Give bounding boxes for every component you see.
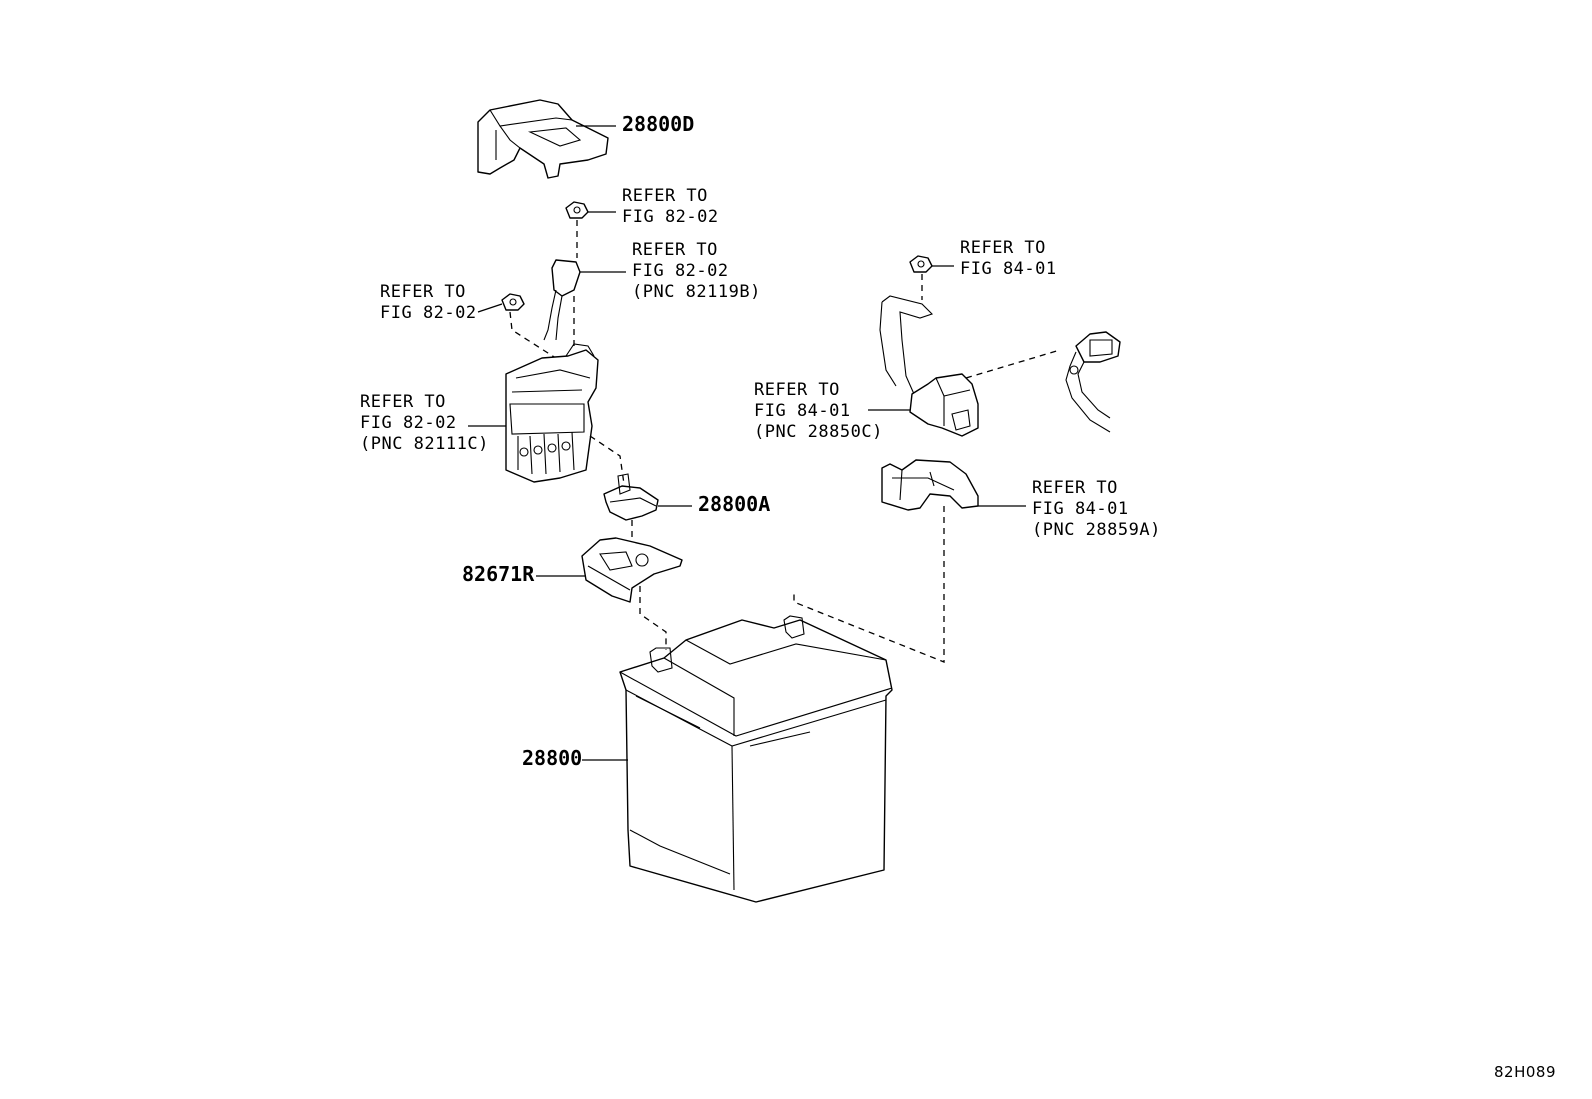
label-clamp-line1: REFER TO bbox=[632, 240, 718, 260]
sensor-28850c[interactable] bbox=[879, 295, 979, 437]
terminal-cover-28800d[interactable] bbox=[477, 99, 609, 179]
battery-28800[interactable] bbox=[619, 615, 893, 903]
dash-sensor bbox=[965, 349, 1061, 379]
label-nut-right-line2: FIG 84-01 bbox=[960, 259, 1057, 279]
leader-nut-left bbox=[477, 303, 503, 313]
dash-fusebox bbox=[589, 435, 625, 485]
label-nut-left[interactable]: REFER TO FIG 82-02 bbox=[380, 282, 477, 324]
label-fusebox[interactable]: REFER TO FIG 82-02 (PNC 82111C) bbox=[360, 392, 489, 455]
label-sensor-line3: (PNC 28850C) bbox=[754, 422, 883, 442]
label-fusebox-line3: (PNC 82111C) bbox=[360, 434, 489, 454]
dash-bracket bbox=[793, 506, 945, 663]
label-nut-top[interactable]: REFER TO FIG 82-02 bbox=[622, 186, 719, 228]
label-82671r[interactable]: 82671R bbox=[462, 562, 535, 586]
label-sensor[interactable]: REFER TO FIG 84-01 (PNC 28850C) bbox=[754, 380, 883, 443]
label-28800d[interactable]: 28800D bbox=[622, 112, 695, 136]
terminal-28800a[interactable] bbox=[603, 473, 659, 521]
clamp-82119b[interactable] bbox=[543, 259, 581, 341]
dash-82671r bbox=[639, 586, 667, 650]
label-clamp[interactable]: REFER TO FIG 82-02 (PNC 82119B) bbox=[632, 240, 761, 303]
label-bracket-line3: (PNC 28859A) bbox=[1032, 520, 1161, 540]
harness-connector[interactable] bbox=[1065, 331, 1121, 433]
bracket-28859a[interactable] bbox=[881, 459, 979, 511]
label-sensor-line1: REFER TO bbox=[754, 380, 840, 400]
figure-code: 82H089 bbox=[1494, 1063, 1556, 1081]
label-nut-left-line1: REFER TO bbox=[380, 282, 466, 302]
dash-nut-left bbox=[509, 311, 563, 363]
label-bracket[interactable]: REFER TO FIG 84-01 (PNC 28859A) bbox=[1032, 478, 1161, 541]
label-28800[interactable]: 28800 bbox=[522, 746, 583, 770]
label-nut-top-line1: REFER TO bbox=[622, 186, 708, 206]
label-nut-top-line2: FIG 82-02 bbox=[622, 207, 719, 227]
label-bracket-line1: REFER TO bbox=[1032, 478, 1118, 498]
label-bracket-line2: FIG 84-01 bbox=[1032, 499, 1129, 519]
label-nut-left-line2: FIG 82-02 bbox=[380, 303, 477, 323]
nut-right[interactable] bbox=[909, 255, 933, 273]
label-clamp-line2: FIG 82-02 bbox=[632, 261, 729, 281]
nut-top[interactable] bbox=[565, 201, 589, 219]
label-nut-right-line1: REFER TO bbox=[960, 238, 1046, 258]
label-28800a[interactable]: 28800A bbox=[698, 492, 771, 516]
label-sensor-line2: FIG 84-01 bbox=[754, 401, 851, 421]
label-clamp-line3: (PNC 82119B) bbox=[632, 282, 761, 302]
label-fusebox-line1: REFER TO bbox=[360, 392, 446, 412]
nut-left[interactable] bbox=[501, 293, 525, 311]
bracket-82671r[interactable] bbox=[581, 537, 683, 603]
fusebox-82111c[interactable] bbox=[505, 343, 599, 483]
label-fusebox-line2: FIG 82-02 bbox=[360, 413, 457, 433]
label-nut-right[interactable]: REFER TO FIG 84-01 bbox=[960, 238, 1057, 280]
